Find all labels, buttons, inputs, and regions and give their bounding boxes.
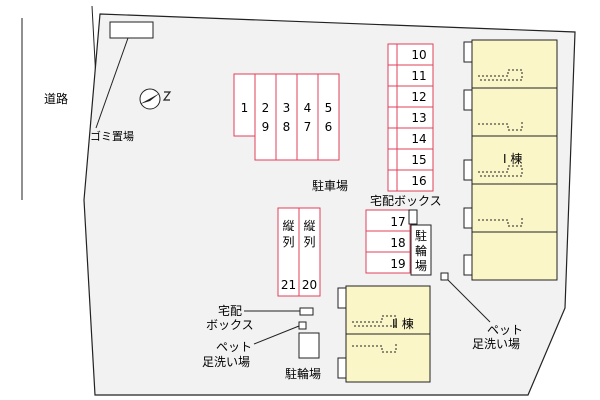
- pet-wash-left-label-1: ペット: [216, 340, 252, 354]
- parking-space-19-stall: [365, 251, 411, 274]
- parking-space-4-label: 4: [304, 101, 312, 115]
- garbage-box: [109, 21, 154, 39]
- parking-space-11-label: 11: [411, 69, 426, 83]
- pet-wash-right-leader: [447, 279, 491, 323]
- parking-column-17-19: 17 18 19: [365, 209, 411, 274]
- tandem-label-char-2: 列: [303, 235, 315, 249]
- tandem-label-char-2: 列: [282, 235, 294, 249]
- bike-right-label-1: 駐: [415, 228, 427, 243]
- building-2-label: Ⅱ 棟: [392, 316, 414, 331]
- parking-space-3-stall: [275, 73, 298, 161]
- parking-space-8-label: 8: [283, 120, 291, 134]
- delivery-box-left-label-1: 宅配: [218, 303, 242, 318]
- parking-space-21-label: 21: [281, 278, 296, 292]
- delivery-box-left: [299, 307, 314, 316]
- road-label: 道路: [44, 91, 68, 106]
- parking-space-19-label: 19: [390, 257, 405, 271]
- tandem-label-char-1: 縦: [303, 219, 315, 233]
- pet-wash-right-label-2: 足洗い場: [472, 337, 520, 351]
- parking-space-15-label: 15: [411, 153, 426, 167]
- parking-space-20-label: 20: [302, 278, 317, 292]
- tandem-label-char-1: 縦: [282, 219, 294, 233]
- parking-space-10-label: 10: [411, 48, 426, 62]
- bike-bottom-label: 駐輪場: [285, 366, 321, 381]
- pet-wash-left-leader: [253, 325, 300, 345]
- parking-space-6-label: 6: [325, 120, 333, 134]
- bike-parking-right: [410, 224, 432, 276]
- parking-label: 駐車場: [312, 178, 348, 193]
- delivery-box-top-label: 宅配ボックス: [370, 193, 442, 208]
- pet-wash-left-label-2: 足洗い場: [202, 355, 250, 369]
- delivery-box-left-label-2: ボックス: [206, 318, 254, 332]
- building-1: [463, 39, 558, 281]
- parking-space-12-label: 12: [411, 90, 426, 104]
- parking-space-13-label: 13: [411, 111, 426, 125]
- parking-space-2-label: 2: [262, 101, 270, 115]
- parking-space-16-label: 16: [411, 174, 426, 188]
- parking-column-10-16: 10 11 12 13 14 15 16: [387, 43, 434, 192]
- pet-wash-right-box: [440, 272, 449, 281]
- pet-wash-right-label-1: ペット: [487, 323, 523, 337]
- parking-tandem-20-21: 縦列 21 縦列 20: [277, 207, 321, 297]
- parking-space-9-label: 9: [262, 120, 270, 134]
- garbage-label: ゴミ置場: [90, 129, 134, 143]
- delivery-box-top: [408, 209, 418, 225]
- north-compass-icon: [139, 88, 172, 110]
- parking-space-3-label: 3: [283, 101, 291, 115]
- pet-wash-left-box: [298, 321, 307, 330]
- bike-parking-bottom: [298, 332, 320, 359]
- parking-space-16-stall: [387, 169, 434, 192]
- parking-space-2-stall: [254, 73, 277, 161]
- bike-right-label-3: 場: [415, 259, 427, 273]
- parking-space-1-label: 1: [241, 101, 249, 115]
- parking-space-4-stall: [296, 73, 319, 161]
- parking-space-5-stall: [317, 73, 340, 161]
- parking-space-18-label: 18: [390, 236, 405, 250]
- building-2: [337, 285, 431, 383]
- parking-space-20-stall: [298, 207, 321, 297]
- parking-space-7-label: 7: [304, 120, 312, 134]
- parking-space-5-label: 5: [325, 101, 333, 115]
- building-1-label: Ⅰ 棟: [503, 151, 522, 166]
- parking-space-14-label: 14: [411, 132, 426, 146]
- parking-space-17-label: 17: [390, 215, 405, 229]
- garbage-leader: [95, 37, 129, 129]
- bike-right-label-2: 輪: [415, 243, 427, 258]
- site-boundary: [83, 13, 576, 396]
